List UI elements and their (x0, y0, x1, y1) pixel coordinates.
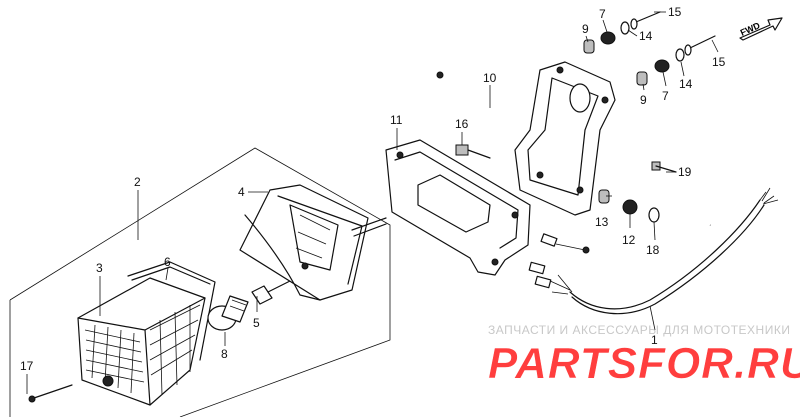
callout-17: 17 (20, 359, 34, 373)
callout-15-lower: 15 (712, 55, 726, 69)
license-bracket-part-11 (385, 139, 531, 276)
tail-lens-part-3 (77, 277, 206, 406)
leader-lines (26, 11, 719, 394)
callout-labels: 2 3 6 4 5 8 17 11 16 10 9 7 14 15 9 7 14… (20, 5, 726, 373)
collar-part-9-upper (583, 39, 595, 54)
assembly-frame-2 (9, 147, 391, 417)
bolt-part-19 (651, 161, 677, 173)
grommet-part-7-lower (654, 59, 670, 73)
callout-8: 8 (221, 347, 228, 361)
callout-19: 19 (678, 165, 692, 179)
callout-15-upper: 15 (668, 5, 682, 19)
callout-1: 1 (651, 333, 658, 347)
callout-11: 11 (390, 113, 403, 127)
callout-4: 4 (238, 185, 245, 199)
screw-part-17 (28, 384, 73, 403)
callout-7-upper: 7 (599, 7, 606, 21)
callout-3: 3 (96, 261, 103, 275)
watermark-subtitle: ЗАПЧАСТИ И АКСЕССУАРЫ ДЛЯ МОТОТЕХНИКИ (488, 323, 790, 337)
callout-10: 10 (483, 71, 497, 85)
callout-14-upper: 14 (639, 29, 653, 43)
nut-part-12 (622, 199, 638, 215)
callout-14-lower: 14 (679, 77, 693, 91)
grommet-part-7-upper (600, 31, 616, 45)
callout-5: 5 (253, 316, 260, 330)
callout-9-upper: 9 (582, 22, 589, 36)
collar-part-9-lower (636, 71, 648, 86)
watermark: ЗАПЧАСТИ И АКСЕССУАРЫ ДЛЯ МОТОТЕХНИКИ PA… (488, 323, 800, 388)
callout-13: 13 (595, 215, 609, 229)
washer-part-14-upper (620, 21, 630, 35)
callout-2: 2 (134, 175, 141, 189)
washer-part-14-lower (675, 48, 685, 62)
bulb-part-8 (207, 295, 249, 331)
washer-part-18 (648, 207, 660, 223)
mounting-bracket (514, 61, 616, 216)
gasket-part-6 (127, 261, 216, 361)
wire-harness-part-1 (528, 187, 779, 315)
callout-7-lower: 7 (662, 89, 669, 103)
callout-6: 6 (164, 255, 171, 269)
bolt-part-16 (455, 144, 491, 159)
callout-9-lower: 9 (640, 93, 647, 107)
watermark-brand: PARTSFOR.RU (488, 339, 800, 388)
collar-part-13 (598, 189, 610, 204)
forward-arrow-icon: FWD (739, 17, 783, 41)
callout-12: 12 (622, 233, 636, 247)
bolt-part-15-upper (630, 11, 661, 30)
callout-16: 16 (455, 117, 469, 131)
bolt-part-15-lower (684, 35, 716, 56)
callout-18: 18 (646, 243, 660, 257)
taillight-base-part-4 (239, 184, 387, 301)
